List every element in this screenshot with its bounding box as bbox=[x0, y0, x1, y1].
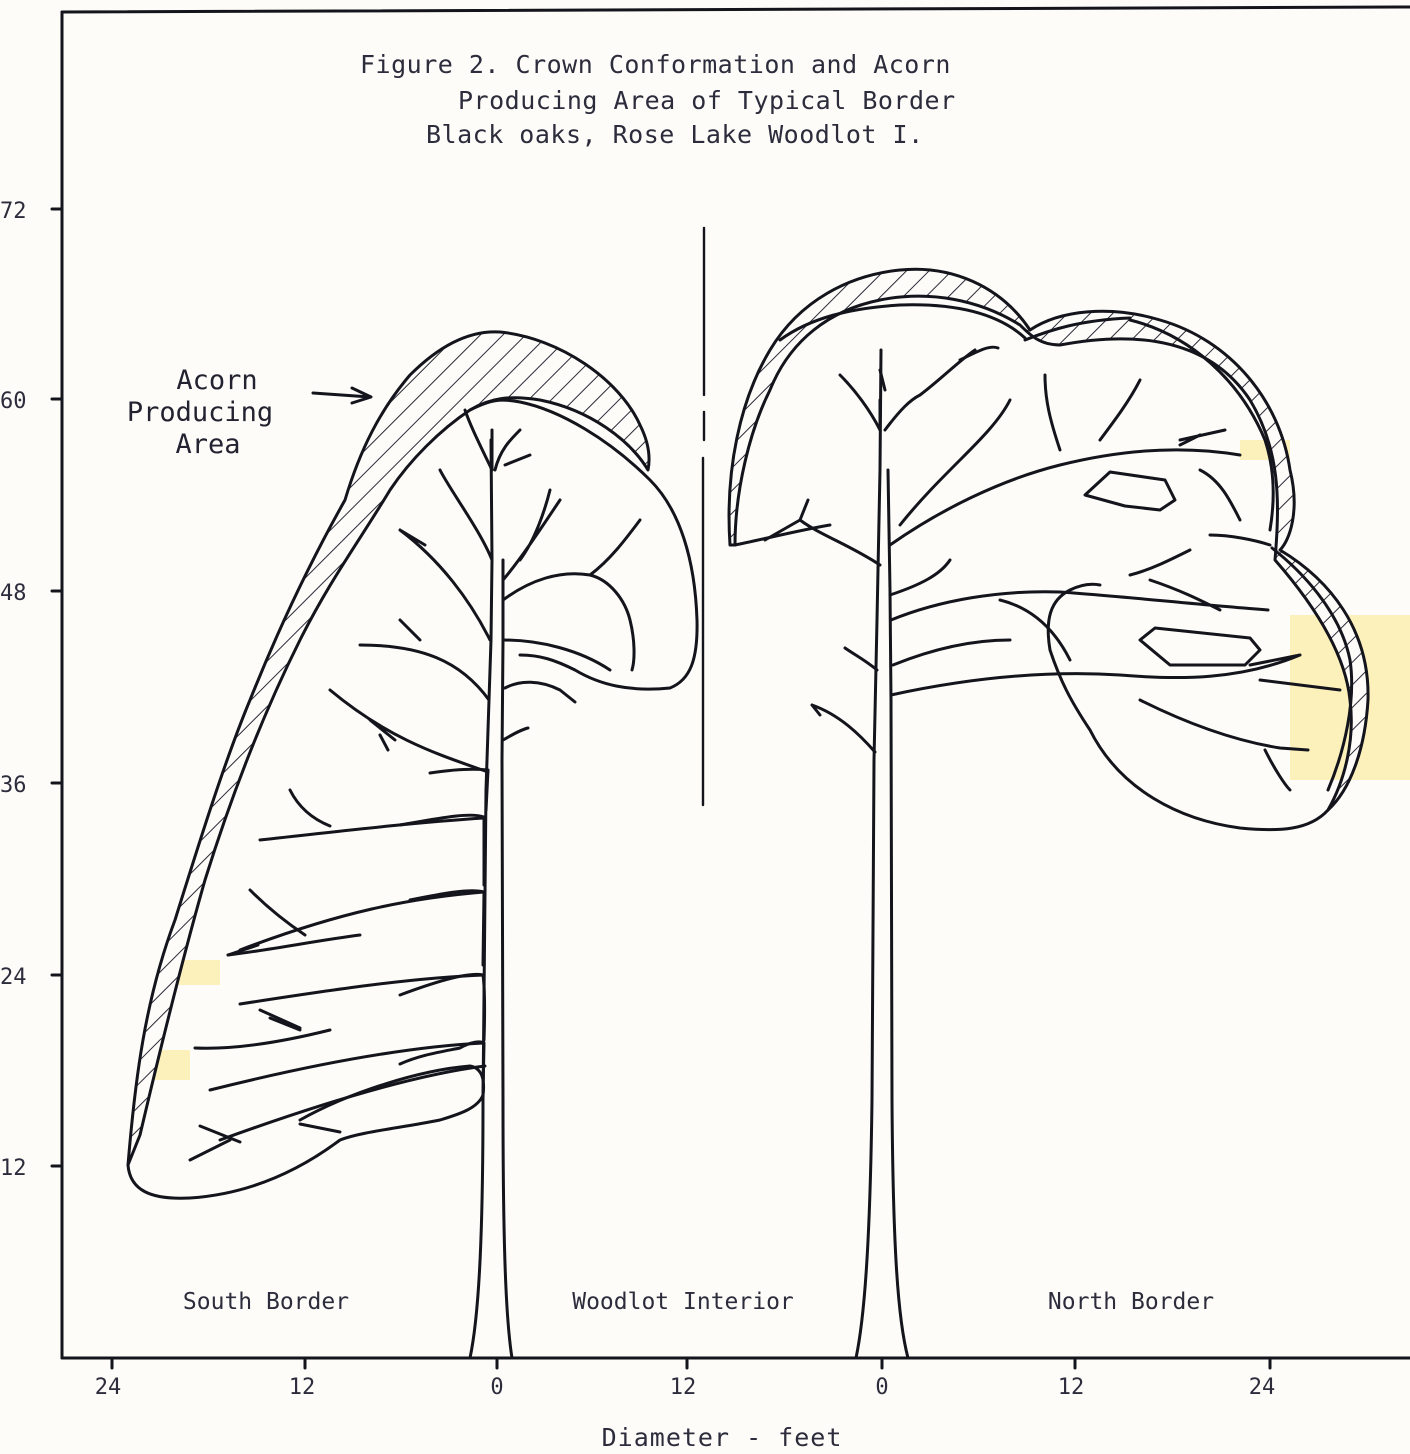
y-tick-label: 72 bbox=[0, 199, 27, 224]
title-line-2: Producing Area of Typical Border bbox=[458, 86, 956, 115]
crown-gap-lower bbox=[1140, 628, 1260, 665]
north-border-tree bbox=[729, 269, 1368, 1358]
y-axis: 72 60 48 36 24 12 bbox=[0, 199, 62, 1181]
region-labels: South Border Woodlot Interior North Bord… bbox=[183, 1289, 1214, 1315]
annotation-line-1: Acorn bbox=[176, 365, 257, 396]
annotation-arrow bbox=[313, 388, 371, 403]
region-label-north: North Border bbox=[1048, 1289, 1214, 1315]
x-tick-label: 24 bbox=[1249, 1375, 1276, 1400]
annotation-line-3: Area bbox=[175, 429, 240, 460]
annotation-line-2: Producing bbox=[127, 397, 273, 428]
title-line-1: Figure 2. Crown Conformation and Acorn bbox=[360, 50, 951, 79]
north-inner-crown-outline bbox=[780, 305, 1352, 790]
south-border-tree bbox=[128, 332, 697, 1358]
title-line-3: Black oaks, Rose Lake Woodlot I. bbox=[426, 120, 924, 149]
y-tick-label: 12 bbox=[0, 1156, 27, 1181]
acorn-producing-area-label: Acorn Producing Area bbox=[127, 365, 371, 460]
x-tick-label: 0 bbox=[490, 1375, 503, 1400]
x-axis: 24 12 0 12 0 12 24 Diameter - feet bbox=[95, 1358, 1276, 1452]
x-tick-label: 0 bbox=[875, 1375, 888, 1400]
x-tick-label: 12 bbox=[289, 1375, 316, 1400]
region-label-south: South Border bbox=[183, 1289, 349, 1315]
north-branches bbox=[765, 347, 1340, 790]
y-tick-label: 24 bbox=[0, 965, 27, 990]
region-label-interior: Woodlot Interior bbox=[572, 1289, 794, 1315]
crown-gap-upper bbox=[1085, 472, 1175, 510]
south-branches bbox=[190, 410, 640, 1160]
north-acorn-producing-area bbox=[729, 269, 1368, 810]
y-tick-label: 60 bbox=[0, 389, 27, 414]
x-tick-label: 12 bbox=[670, 1375, 697, 1400]
figure-title: Figure 2. Crown Conformation and Acorn P… bbox=[360, 50, 956, 149]
north-trunk bbox=[856, 350, 908, 1358]
x-tick-label: 12 bbox=[1058, 1375, 1085, 1400]
y-tick-label: 48 bbox=[0, 581, 27, 606]
x-axis-title: Diameter - feet bbox=[602, 1423, 843, 1452]
y-tick-label: 36 bbox=[0, 773, 27, 798]
interior-divider bbox=[703, 228, 704, 805]
x-tick-label: 24 bbox=[95, 1375, 122, 1400]
